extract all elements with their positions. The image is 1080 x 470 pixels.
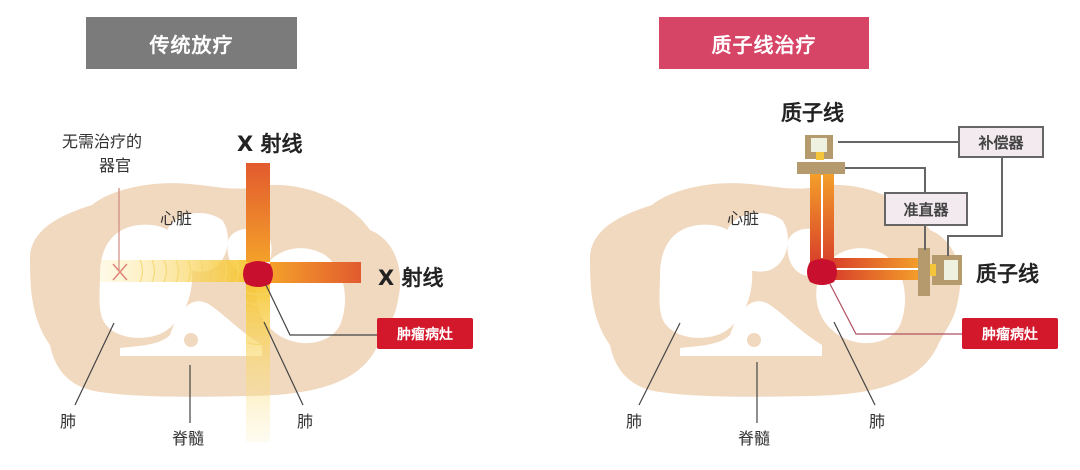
- xray-top-label: X 射线: [237, 132, 303, 156]
- right-tumor: [807, 259, 837, 285]
- device-connector-lines: [838, 141, 1003, 256]
- left-torso: [29, 183, 401, 397]
- lung-right-label-right: 肺: [869, 412, 886, 431]
- organ-no-treatment-label-line1: 无需治疗的: [62, 132, 143, 151]
- heart-label-left: 心脏: [160, 209, 193, 228]
- spine-label-right: 脊髓: [738, 429, 771, 448]
- heart-label-right: 心脏: [727, 209, 760, 228]
- proton-right-label: 质子线: [976, 262, 1039, 286]
- proton-top-label: 质子线: [781, 101, 844, 125]
- collimator-label: 准直器: [884, 192, 968, 226]
- lung-left-label-right: 肺: [626, 412, 643, 431]
- left-tumor: [243, 261, 273, 287]
- left-leader-lines: [74, 188, 378, 423]
- organ-no-treatment-label-line2: 器官: [99, 156, 132, 175]
- compensator-label: 补偿器: [958, 126, 1044, 158]
- xray-beams: [100, 163, 361, 442]
- lung-right-label-left: 肺: [297, 412, 314, 431]
- proton-therapy-title: 质子线治疗: [659, 17, 869, 69]
- proton-beams: [797, 135, 962, 296]
- conventional-radiotherapy-title: 传统放疗: [86, 17, 297, 69]
- xray-right-label: X 射线: [378, 266, 444, 290]
- tumor-label-right: 肿瘤病灶: [962, 318, 1058, 349]
- spine-label-left: 脊髓: [172, 429, 205, 448]
- lung-left-label-left: 肺: [60, 412, 77, 431]
- tumor-label-left: 肿瘤病灶: [377, 318, 473, 349]
- right-leader-lines: [638, 283, 965, 423]
